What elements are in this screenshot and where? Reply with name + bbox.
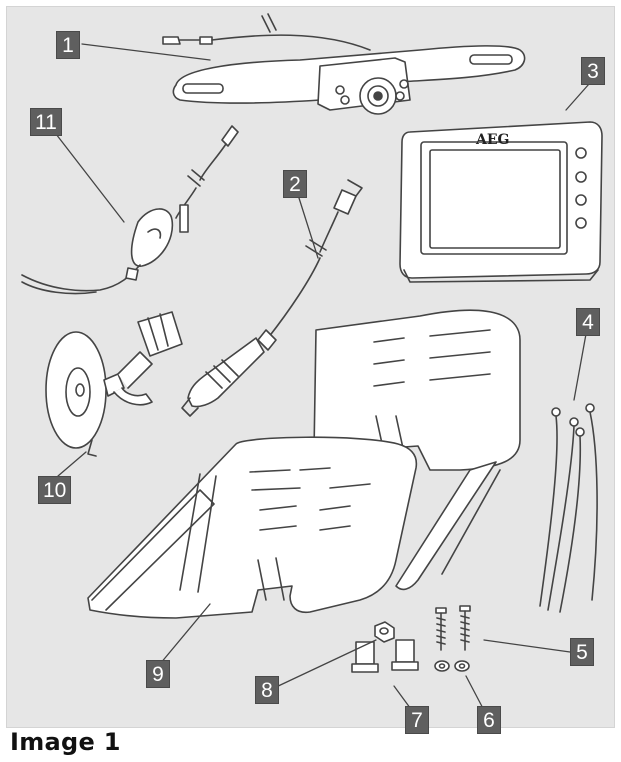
callout-4: 4 [576,308,600,336]
screws [435,605,471,651]
callout-10: 10 [38,476,72,504]
monitor [399,121,603,283]
callout-9: 9 [146,660,170,688]
bracket-plates [87,309,521,619]
callout-11: 11 [30,108,62,136]
callout-5: 5 [570,638,594,666]
callout-3: 3 [581,57,605,85]
cable-ties [539,403,598,613]
suction-mount [45,311,183,457]
callout-8: 8 [255,676,279,704]
cigarette-lighter-cable [181,179,363,417]
nut [374,621,395,643]
callout-1: 1 [56,31,80,59]
brand-logo: AEG [475,132,510,148]
callout-6: 6 [477,706,501,734]
license-plate-camera [162,13,526,115]
washers [434,660,470,672]
callout-2: 2 [283,170,307,198]
callout-7: 7 [405,706,429,734]
clips [351,639,419,673]
power-cable-switch [21,125,239,295]
image-caption: Image 1 [10,728,121,756]
